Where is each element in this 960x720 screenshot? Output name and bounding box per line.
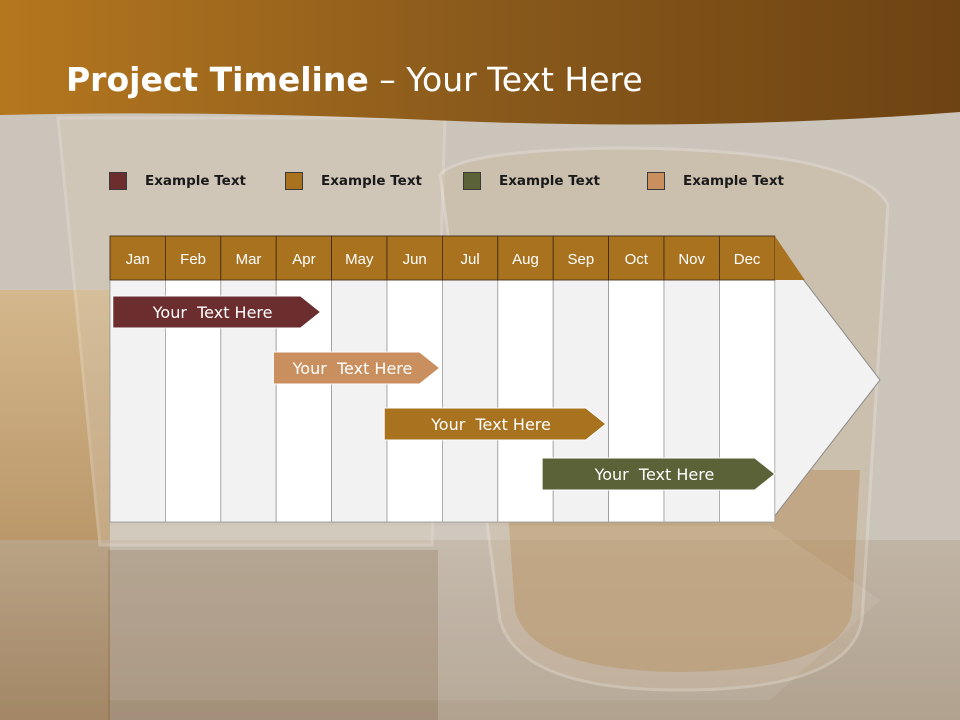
task-label-3: Your Text Here: [430, 415, 551, 434]
month-column-jul: [441, 279, 499, 523]
legend-label-4: Example Text: [683, 173, 784, 189]
month-label-apr: Apr: [292, 251, 315, 268]
task-arrow-4: [541, 457, 776, 491]
month-label-nov: Nov: [678, 251, 705, 268]
month-cell-mar: [220, 235, 277, 281]
legend-swatch-2: [285, 172, 303, 190]
task-arrow-3: [383, 407, 607, 441]
legend-item-4: Example Text: [647, 170, 784, 192]
month-cell-apr: [275, 235, 333, 281]
legend-swatch-3: [463, 172, 481, 190]
month-label-feb: Feb: [180, 251, 206, 268]
legend-item-3: Example Text: [463, 170, 600, 192]
month-cell-jun: [386, 235, 443, 281]
legend-label-2: Example Text: [321, 173, 422, 189]
month-column-may: [331, 279, 388, 523]
month-label-dec: Dec: [734, 251, 761, 268]
month-cell-dec: [719, 235, 776, 281]
task-arrow-2: [272, 351, 441, 385]
month-label-mar: Mar: [236, 251, 262, 268]
month-cell-oct: [608, 235, 665, 281]
task-label-1: Your Text Here: [152, 303, 273, 322]
title-bold: Project Timeline: [66, 60, 369, 99]
month-label-aug: Aug: [512, 251, 539, 268]
legend-item-1: Example Text: [109, 170, 246, 192]
legend-swatch-1: [109, 172, 127, 190]
month-cell-aug: [497, 235, 554, 281]
task-arrow-1: [112, 295, 322, 329]
month-label-oct: Oct: [625, 251, 649, 268]
legend-swatch-4: [647, 172, 665, 190]
timeline-reflection: [110, 526, 880, 700]
month-label-may: May: [345, 251, 374, 268]
month-bar-tip: [774, 236, 805, 280]
month-label-sep: Sep: [568, 251, 595, 268]
title-rest: – Your Text Here: [368, 60, 643, 99]
task-label-4: Your Text Here: [594, 465, 715, 484]
month-cell-jul: [441, 235, 499, 281]
month-label-jun: Jun: [403, 251, 427, 268]
month-column-jun: [386, 279, 443, 523]
month-label-jan: Jan: [126, 251, 150, 268]
month-cell-may: [331, 235, 388, 281]
month-cell-jan: [109, 235, 166, 281]
task-label-2: Your Text Here: [292, 359, 413, 378]
legend-label-1: Example Text: [145, 173, 246, 189]
legend-item-2: Example Text: [285, 170, 422, 192]
page-title: Project Timeline – Your Text Here: [66, 60, 643, 99]
month-cell-sep: [552, 235, 610, 281]
month-label-jul: Jul: [461, 251, 480, 268]
legend-label-3: Example Text: [499, 173, 600, 189]
